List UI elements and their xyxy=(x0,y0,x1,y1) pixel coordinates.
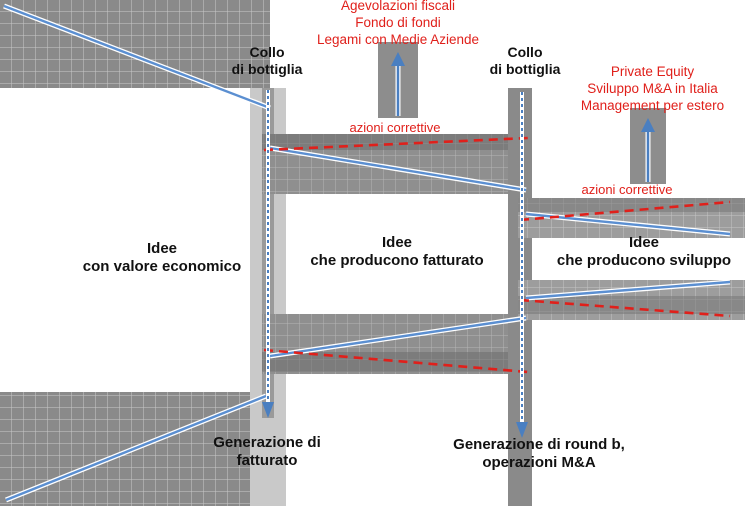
vertical-flow-arrows xyxy=(262,90,528,438)
corrective-actions-label-1: azioni correttive xyxy=(349,120,441,135)
upward-arrows xyxy=(391,52,655,182)
top-measures-list: Agevolazioni fiscali Fondo di fondi Lega… xyxy=(316,0,480,47)
corrective-dashed-lines xyxy=(263,136,731,374)
stage-label-growth-ideas: Idee che producono sviluppo xyxy=(556,234,732,269)
funnel-lines xyxy=(3,3,731,503)
bottleneck-label-1: Collo di bottiglia xyxy=(231,44,303,77)
stage-label-revenue-ideas: Idee che producono fatturato xyxy=(310,234,484,269)
output-label-round-b: Generazione di round b, operazioni M&A xyxy=(453,436,625,471)
grid-block-top-left xyxy=(0,0,270,88)
corrective-actions-label-2: azioni correttive xyxy=(581,182,673,197)
output-label-revenue: Generazione di fatturato xyxy=(213,434,321,469)
stage-label-economic-ideas: Idee con valore economico xyxy=(82,240,242,275)
right-measures-list: Private Equity Sviluppo M&A in Italia Ma… xyxy=(580,64,725,113)
bottleneck-label-2: Collo di bottiglia xyxy=(489,44,561,77)
